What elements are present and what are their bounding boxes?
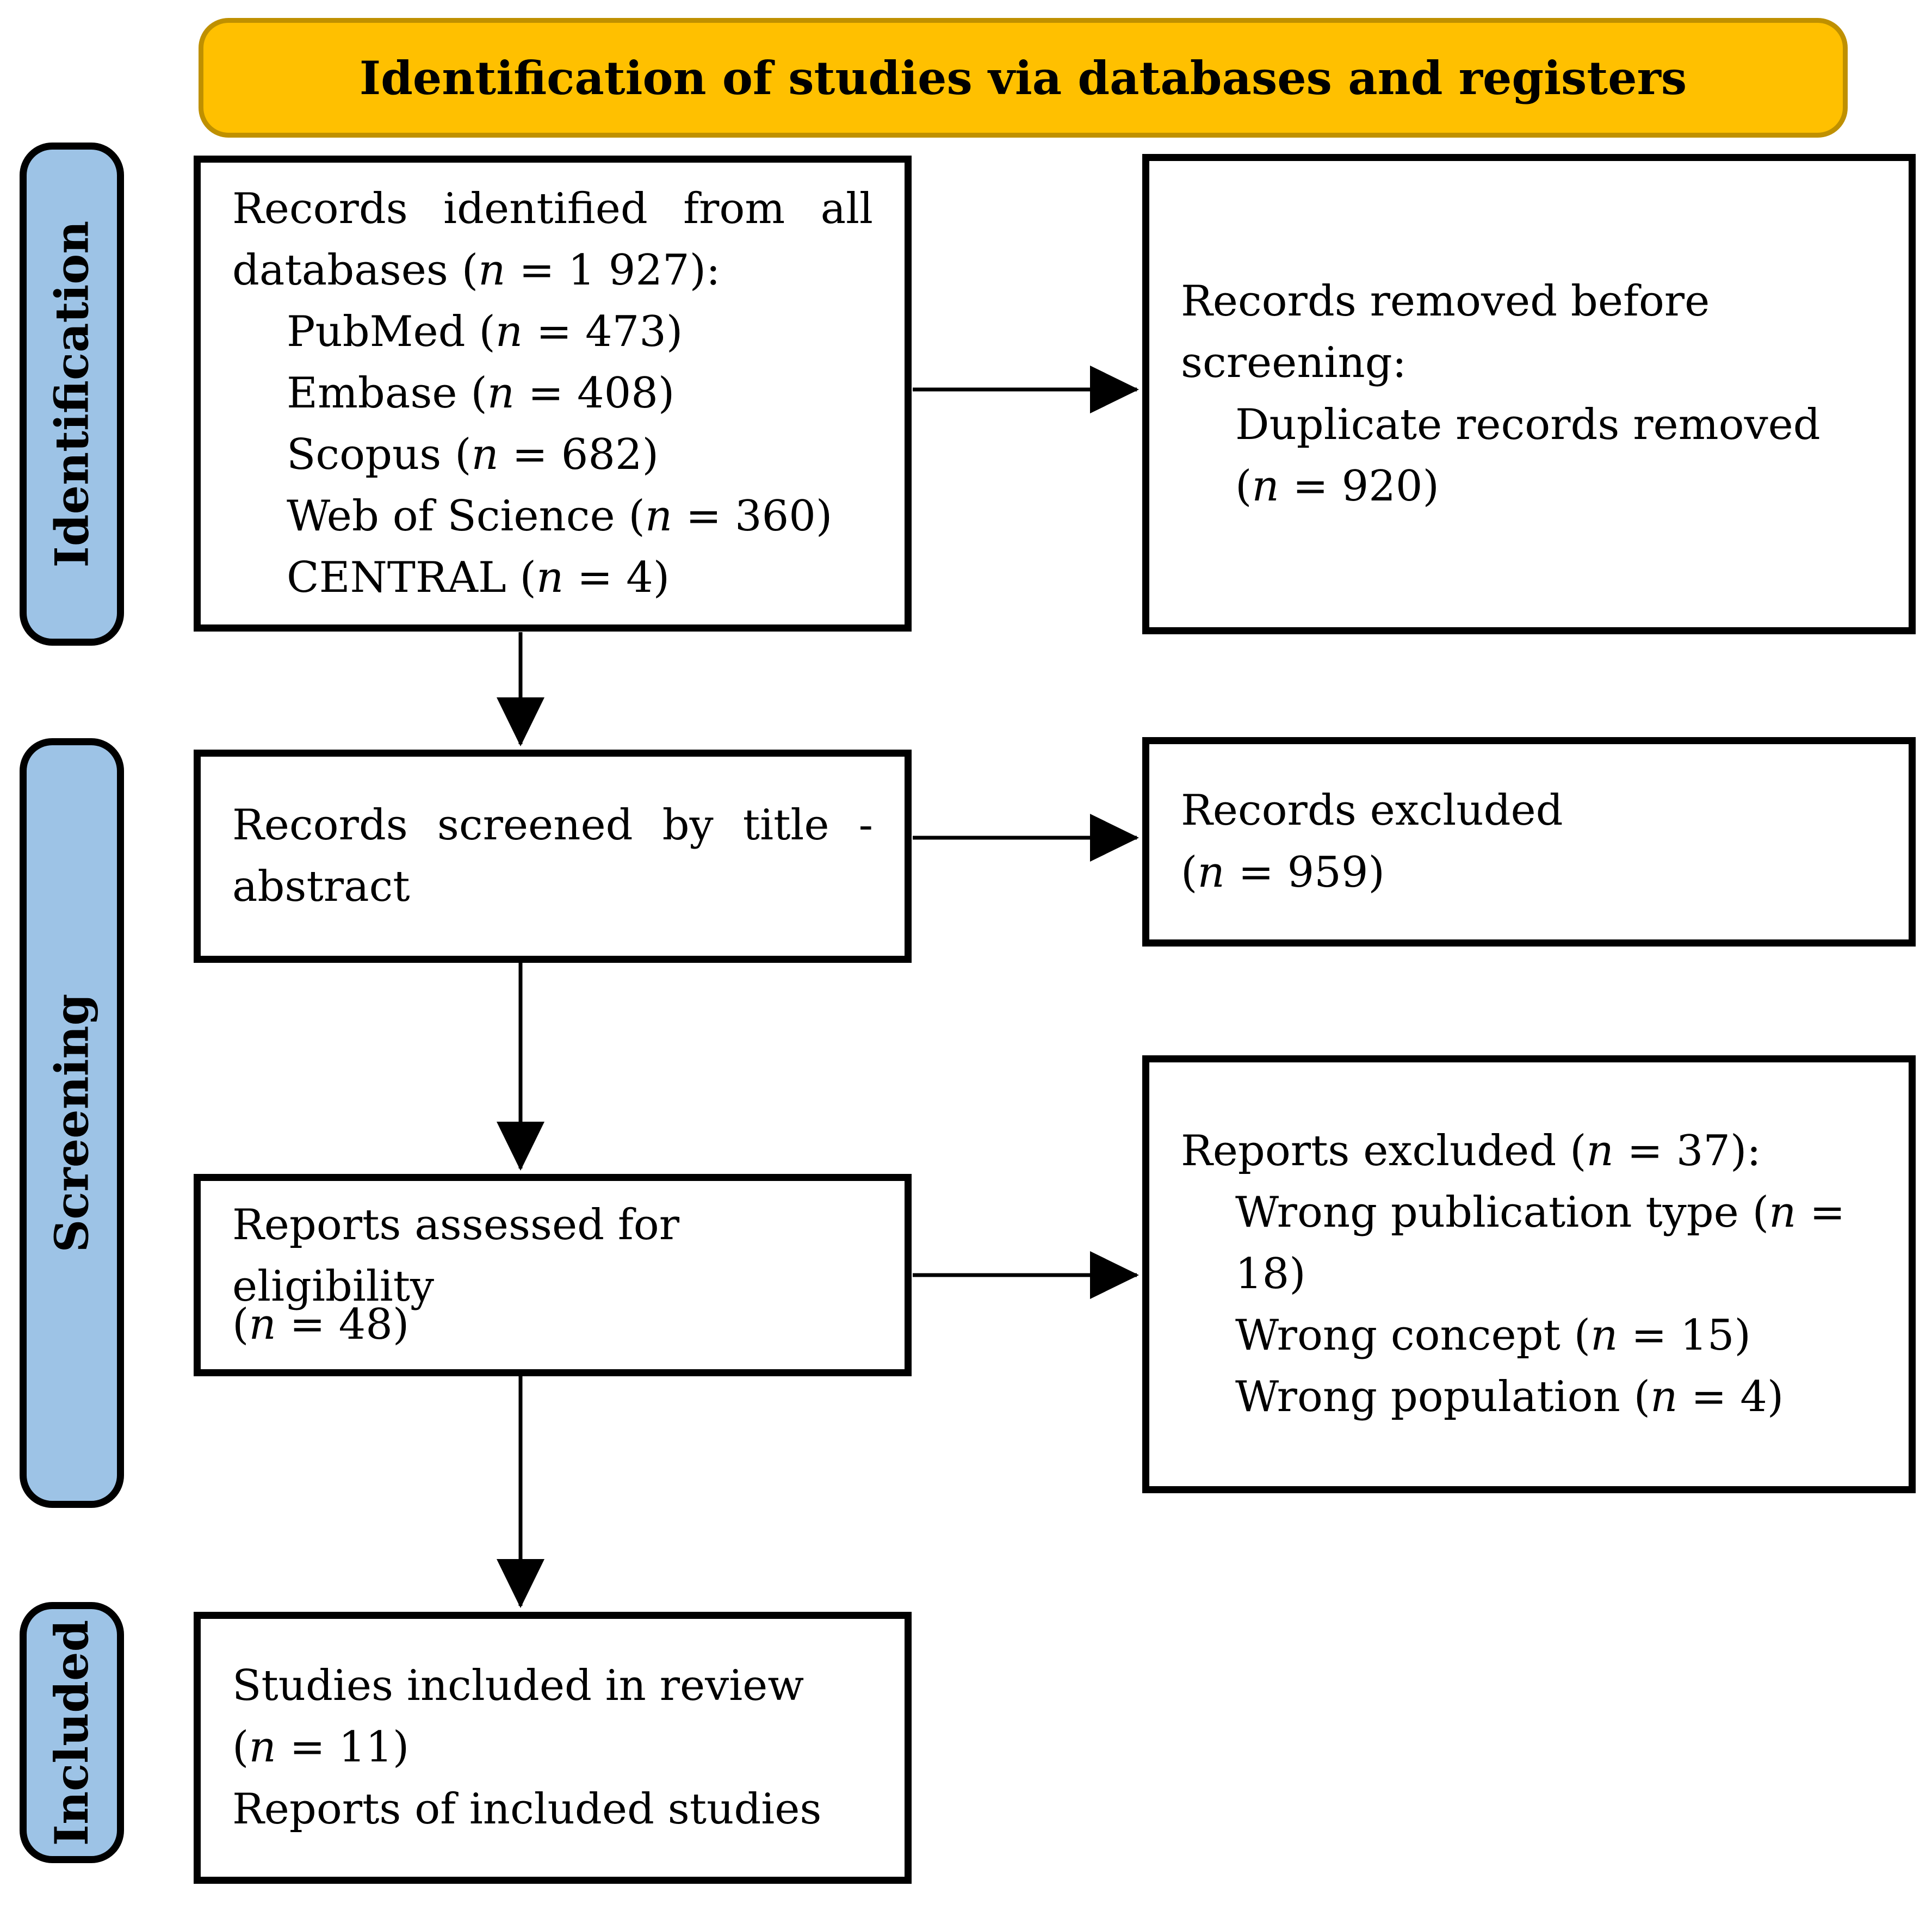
stage-label-identification: Identification <box>20 143 124 646</box>
box-line: (n = 11) <box>232 1723 410 1772</box>
box-line: Records screened by title - <box>232 800 873 850</box>
box-line: Records excluded <box>1181 786 1563 836</box>
box-line: Records identified from all <box>232 184 873 233</box>
box-line: Wrong population (n = 4) <box>1235 1372 1784 1422</box>
box-line: (n = 959) <box>1181 848 1385 897</box>
box-line: abstract <box>232 862 410 911</box>
box-line: Reports excluded (n = 37): <box>1181 1126 1761 1176</box>
box-records-removed: Records removed before screening: Duplic… <box>1142 154 1916 634</box>
box-line: Reports assessed for eligibility <box>232 1201 680 1312</box>
box-line: Reports of included studies <box>232 1784 822 1834</box>
stage-label-included: Included <box>20 1602 124 1863</box>
box-records-excluded: Records excluded (n = 959) <box>1142 737 1916 947</box>
box-line: Scopus (n = 682) <box>287 430 659 480</box>
box-line: databases (n = 1 927): <box>232 245 721 295</box>
box-line: (n = 48) <box>232 1300 410 1349</box>
box-records-screened: Records screened by title - abstract <box>194 750 912 963</box>
box-line: Wrong publication type (n = 18) <box>1235 1188 1846 1298</box>
box-line: Wrong concept (n = 15) <box>1235 1311 1751 1360</box>
box-records-identified: Records identified from all databases (n… <box>194 156 912 632</box>
box-line: Duplicate records removed <box>1235 400 1820 449</box>
box-reports-excluded: Reports excluded (n = 37): Wrong publica… <box>1142 1055 1916 1493</box>
box-line: Web of Science (n = 360) <box>287 492 833 541</box>
box-line: PubMed (n = 473) <box>287 307 683 356</box>
box-line: (n = 920) <box>1235 461 1439 511</box>
stage-label-screening: Screening <box>20 738 124 1508</box>
box-studies-included: Studies included in review (n = 11) Repo… <box>194 1612 912 1884</box>
box-line: Embase (n = 408) <box>287 368 675 418</box>
box-line: Records removed before screening: <box>1181 277 1710 388</box>
banner-title: Identification of studies via databases … <box>199 18 1848 138</box>
box-reports-assessed: Reports assessed for eligibility (n = 48… <box>194 1174 912 1376</box>
box-line: Studies included in review <box>232 1661 804 1711</box>
box-line: CENTRAL (n = 4) <box>287 553 670 603</box>
